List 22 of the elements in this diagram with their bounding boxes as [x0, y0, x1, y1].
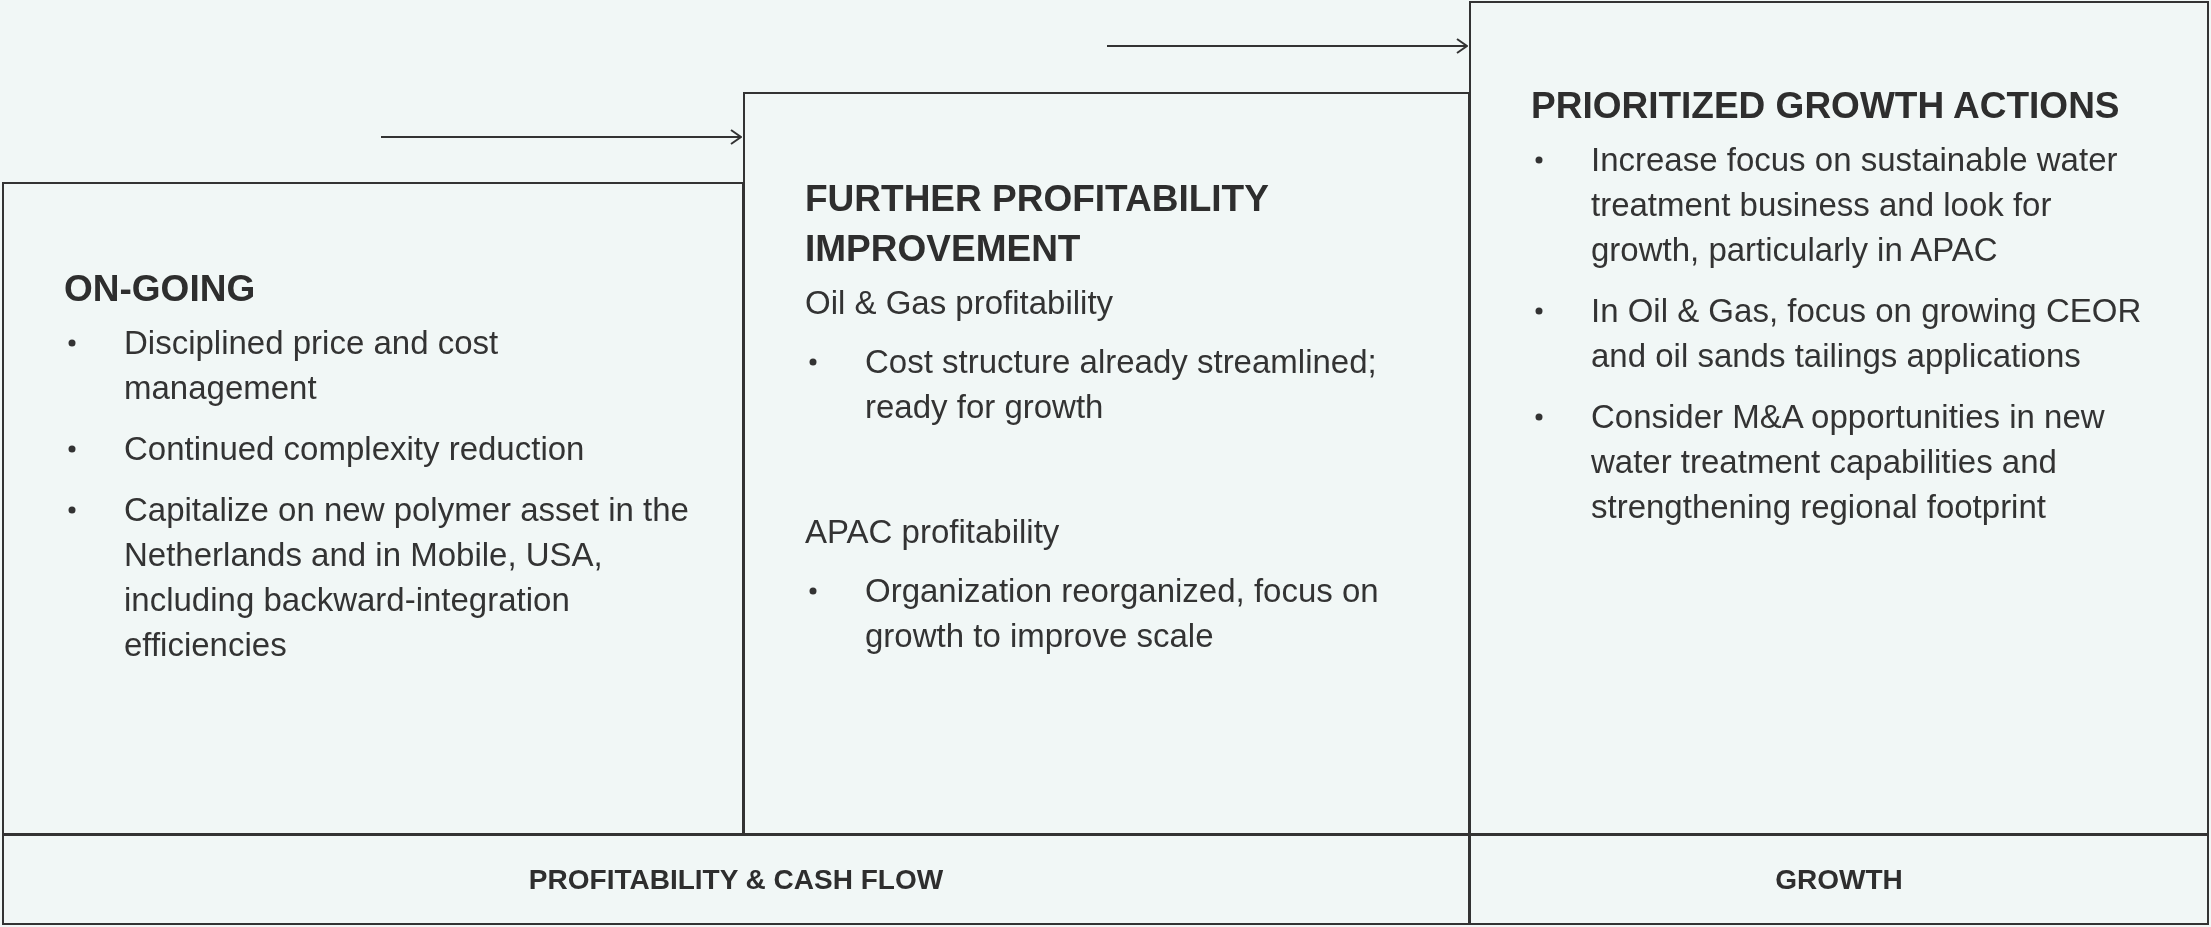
arrow [1106, 38, 1468, 54]
band-label: GROWTH [1775, 862, 1903, 897]
section-heading: ON-GOING [64, 267, 257, 311]
bullet-text: Cost structure already streamlined; ready for growth [865, 342, 1378, 427]
bullet-text: Increase focus on sustainable water treatment business and look for growth, particularly in APAC [1591, 140, 2119, 270]
bullet-text: In Oil & Gas, focus on growing CEOR and oil sands tailings applications [1591, 291, 2143, 376]
arrow [380, 129, 742, 145]
bullet-text: Capitalize on new polymer asset in the Netherlands and in Mobile, USA, including backward-integration efficiencies [124, 490, 690, 665]
bullet-text: Continued complexity reduction [124, 429, 585, 469]
bullet-text: Disciplined price and cost management [124, 323, 500, 408]
category-band [2, 834, 1470, 925]
subheading: Oil & Gas profitability [805, 283, 1115, 323]
band-label: PROFITABILITY & CASH FLOW [528, 862, 944, 897]
bullet-text: Consider M&A opportunities in new water treatment capabilities and strengthening regional footprint [1591, 397, 2106, 527]
stage-box [2, 182, 744, 835]
stage-box [743, 92, 1470, 835]
section-heading: PRIORITIZED GROWTH ACTIONS [1531, 84, 2121, 128]
subheading: APAC profitability [805, 512, 1061, 552]
bullet-text: Organization reorganized, focus on growth to improve scale [865, 571, 1380, 656]
section-heading: FURTHER PROFITABILITY IMPROVEMENT [805, 177, 1270, 271]
category-band [1469, 834, 2209, 925]
stage-box [1469, 1, 2209, 835]
